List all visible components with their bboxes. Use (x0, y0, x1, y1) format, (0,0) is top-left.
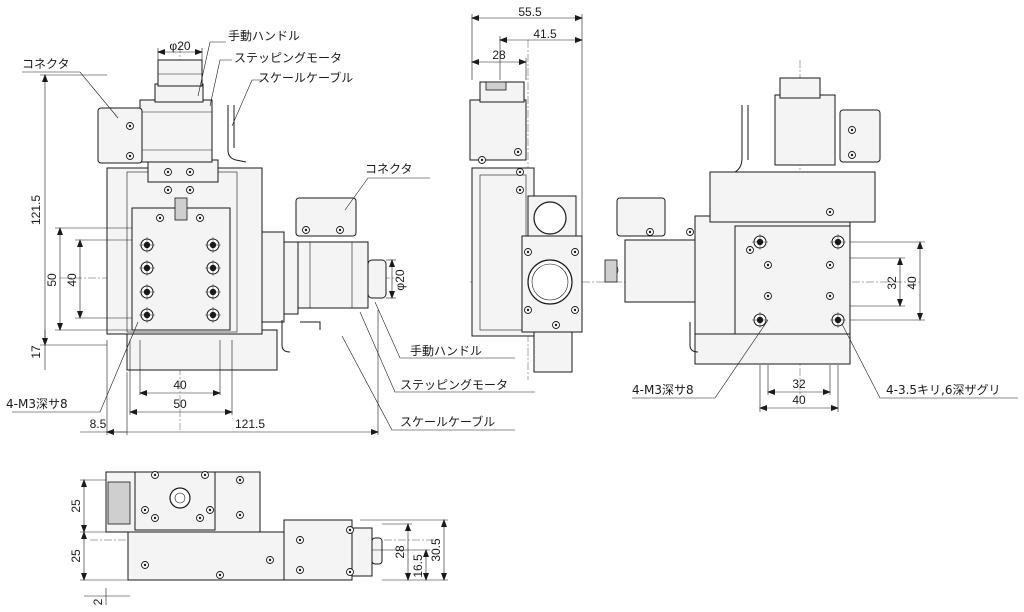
dim-40-hr: 40 (792, 393, 806, 407)
side-view: 55.5 41.5 28 (469, 5, 619, 380)
top-view: 25 25 2 28 16.5 30.5 (69, 471, 448, 605)
dim-40-v: 40 (65, 273, 79, 287)
dim-41-5: 41.5 (533, 27, 557, 41)
dim-phi20-side: φ20 (393, 269, 407, 290)
rear-view: 32 40 32 40 4-M3深サ8 4-3.5キリ,6深ザグリ (600, 60, 1018, 412)
label-handle-bottom: 手動ハンドル (410, 344, 482, 358)
dim-28-bot: 28 (393, 545, 407, 559)
dim-32-h: 32 (792, 377, 806, 391)
front-view: 121.5 50 40 17 40 50 121.5 8.5 φ20 φ20 (6, 29, 535, 435)
dim-40-vr: 40 (905, 276, 919, 290)
label-cable-top: スケールケーブル (258, 70, 353, 85)
dim-55-5: 55.5 (518, 5, 542, 19)
dim-2: 2 (91, 598, 105, 605)
label-motor-top: ステッピングモータ (234, 51, 342, 65)
label-cbore-right: 4-3.5キリ,6深ザグリ (886, 383, 1001, 397)
dim-50-v: 50 (45, 273, 59, 287)
label-cable-bottom: スケールケーブル (400, 414, 495, 429)
label-tap-right: 4-M3深サ8 (632, 383, 694, 397)
dim-121-5-v: 121.5 (29, 195, 43, 225)
dim-25-b: 25 (69, 549, 83, 563)
dim-8-5: 8.5 (90, 417, 107, 431)
dim-phi20-top: φ20 (169, 39, 190, 53)
label-connector-1: コネクタ (22, 57, 70, 71)
dim-28-top: 28 (492, 48, 506, 62)
label-tap-left: 4-M3深サ8 (6, 397, 68, 411)
dim-25-a: 25 (69, 499, 83, 513)
label-connector-2: コネクタ (365, 162, 413, 176)
dim-50-h: 50 (173, 397, 187, 411)
label-handle-top: 手動ハンドル (228, 29, 300, 43)
dim-121-5-h: 121.5 (235, 417, 265, 431)
dim-40-h: 40 (173, 378, 187, 392)
label-motor-bottom: ステッピングモータ (400, 378, 508, 392)
dim-30-5: 30.5 (429, 538, 443, 562)
dim-16-5: 16.5 (411, 554, 425, 578)
dim-17: 17 (29, 345, 43, 359)
dim-32-v: 32 (885, 276, 899, 290)
